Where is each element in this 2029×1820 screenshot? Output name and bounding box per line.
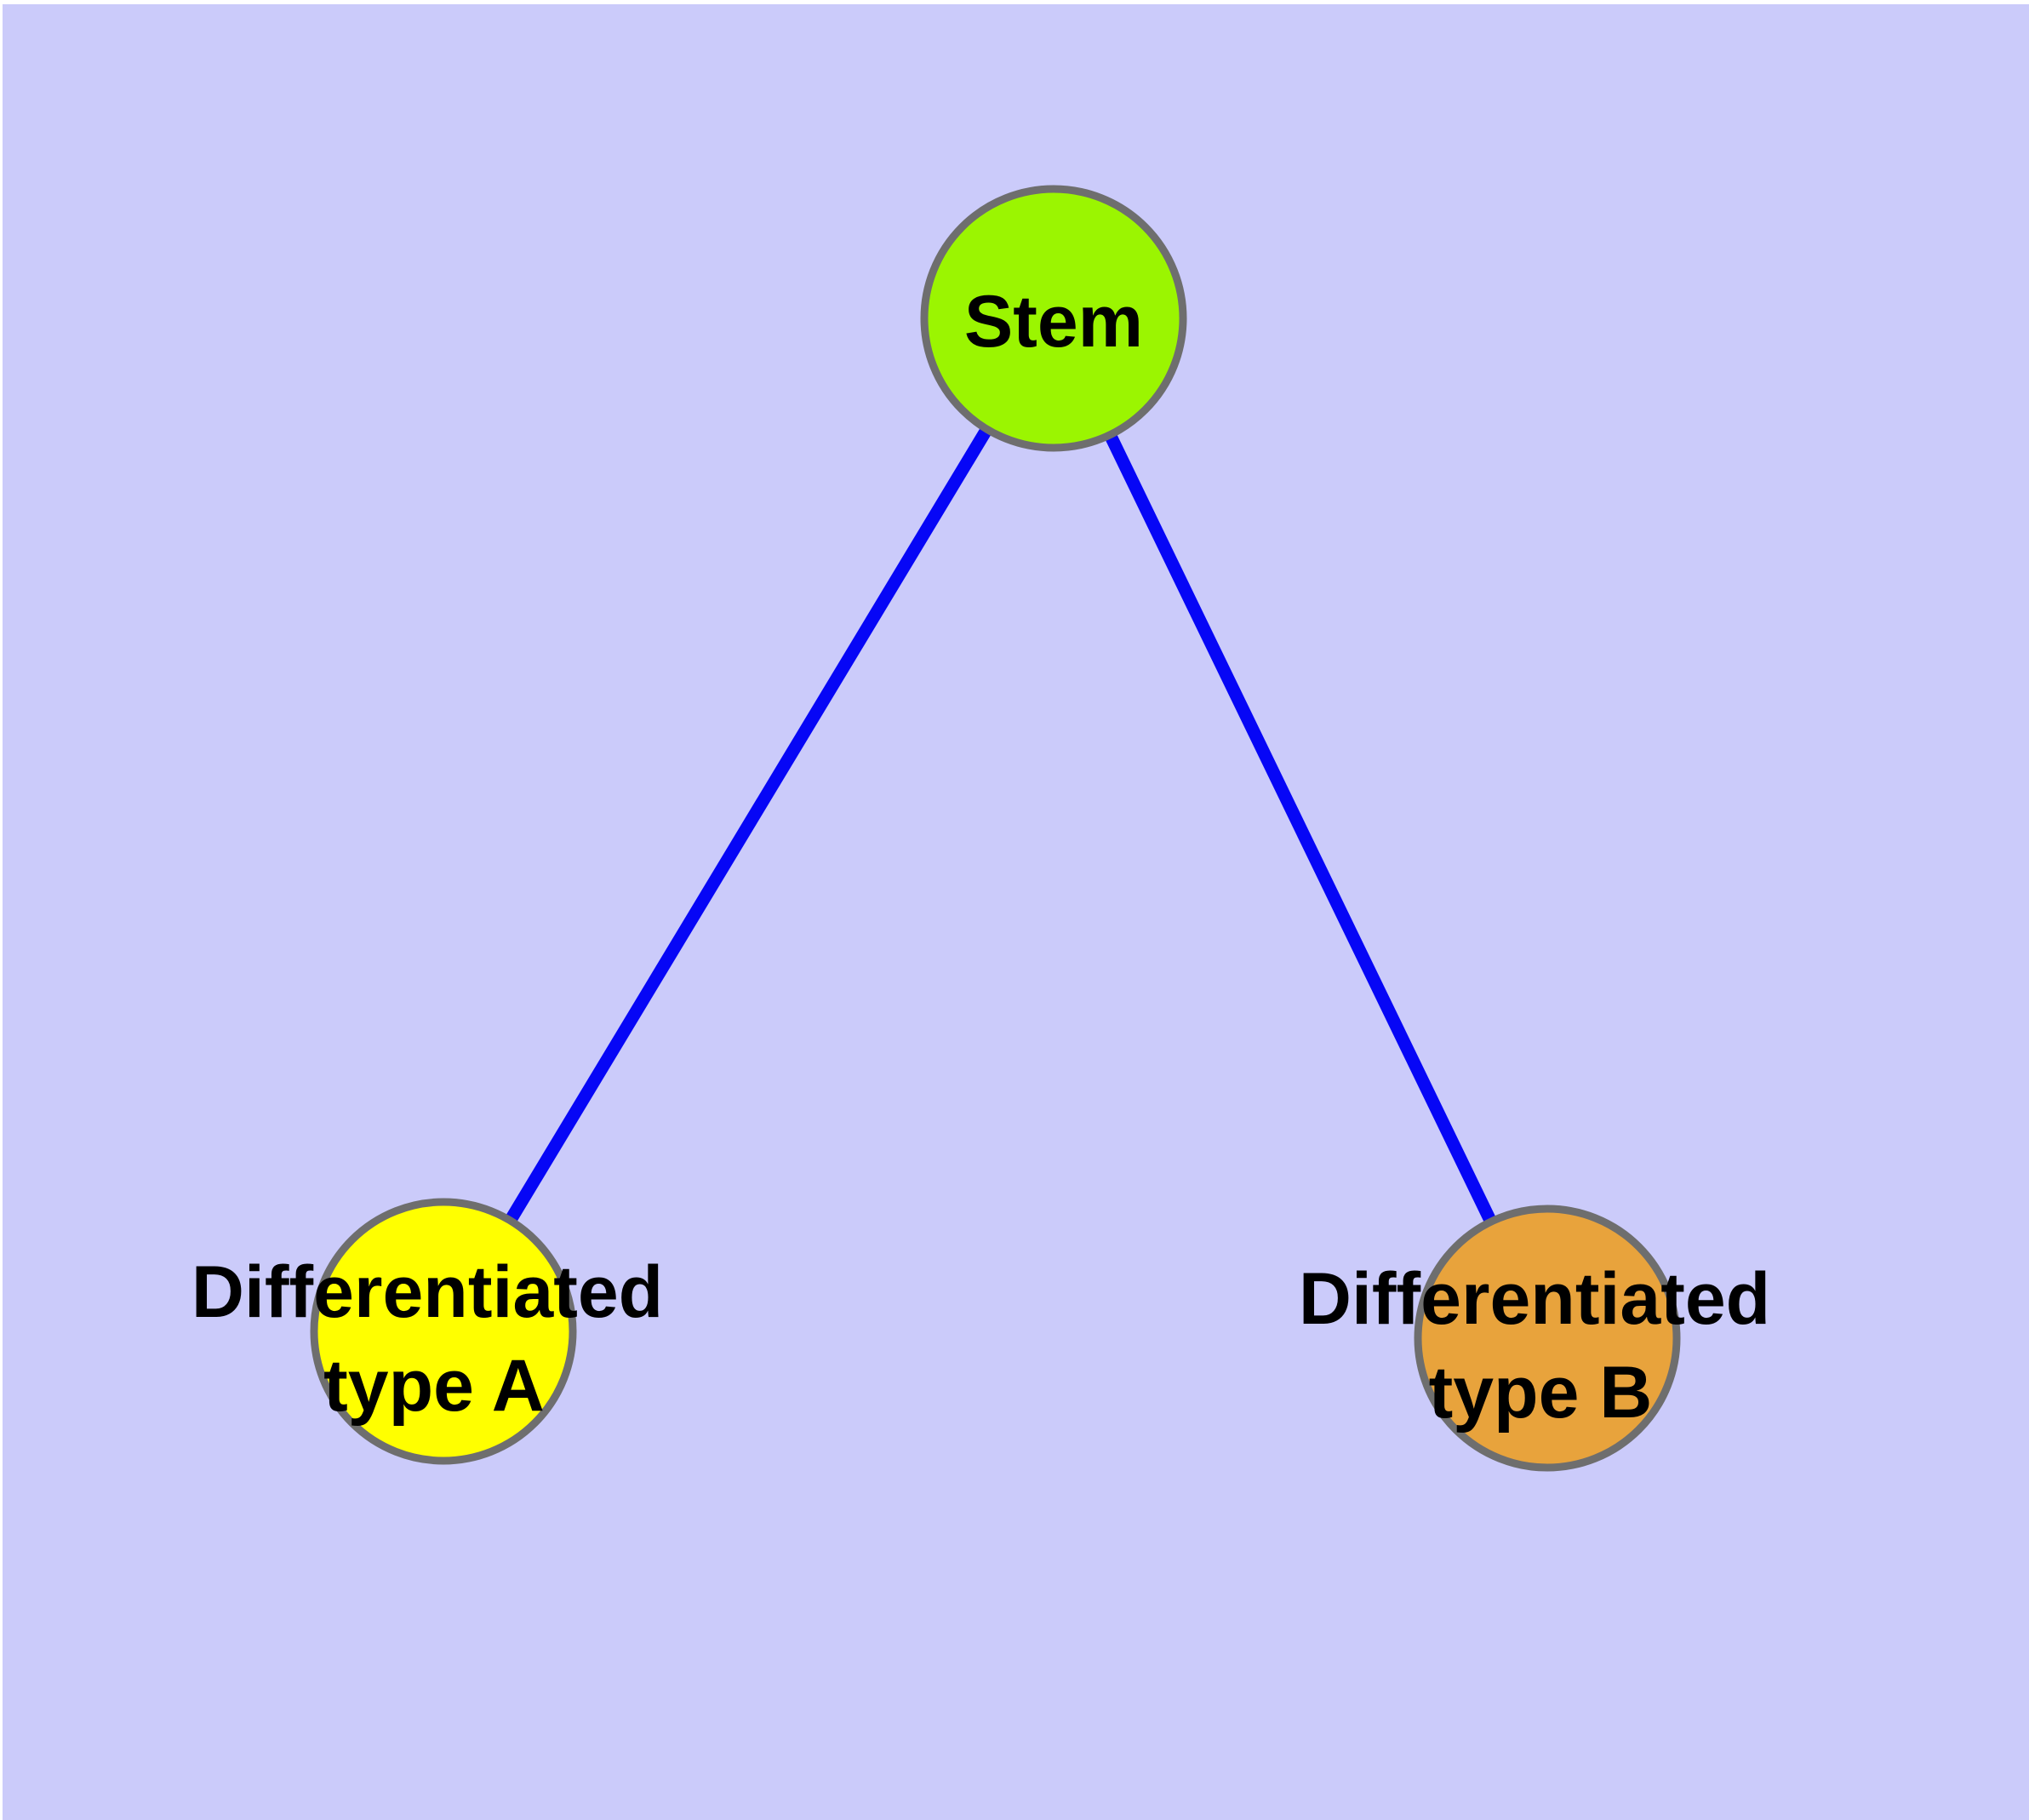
type-a-node-label: Differentiated type A xyxy=(191,1251,683,1427)
stem-node-label-line: Stem xyxy=(964,281,1143,363)
stem-node xyxy=(920,185,1187,452)
type-b-node-label: Differentiated type B xyxy=(1299,1258,1791,1434)
stem-node-label: Stem xyxy=(964,281,1143,363)
type-a-node xyxy=(310,1198,577,1465)
edge-stem-to-type-a xyxy=(437,315,1060,1335)
type-b-node xyxy=(1414,1205,1681,1472)
type-b-node-label-line1: Differentiated xyxy=(1299,1258,1770,1340)
type-a-node-label-line2: type A xyxy=(323,1345,545,1427)
type-a-node-label-line1: Differentiated xyxy=(191,1251,663,1333)
type-b-node-label-line2: type B xyxy=(1429,1352,1653,1434)
edge-stem-to-type-b xyxy=(1048,315,1553,1342)
